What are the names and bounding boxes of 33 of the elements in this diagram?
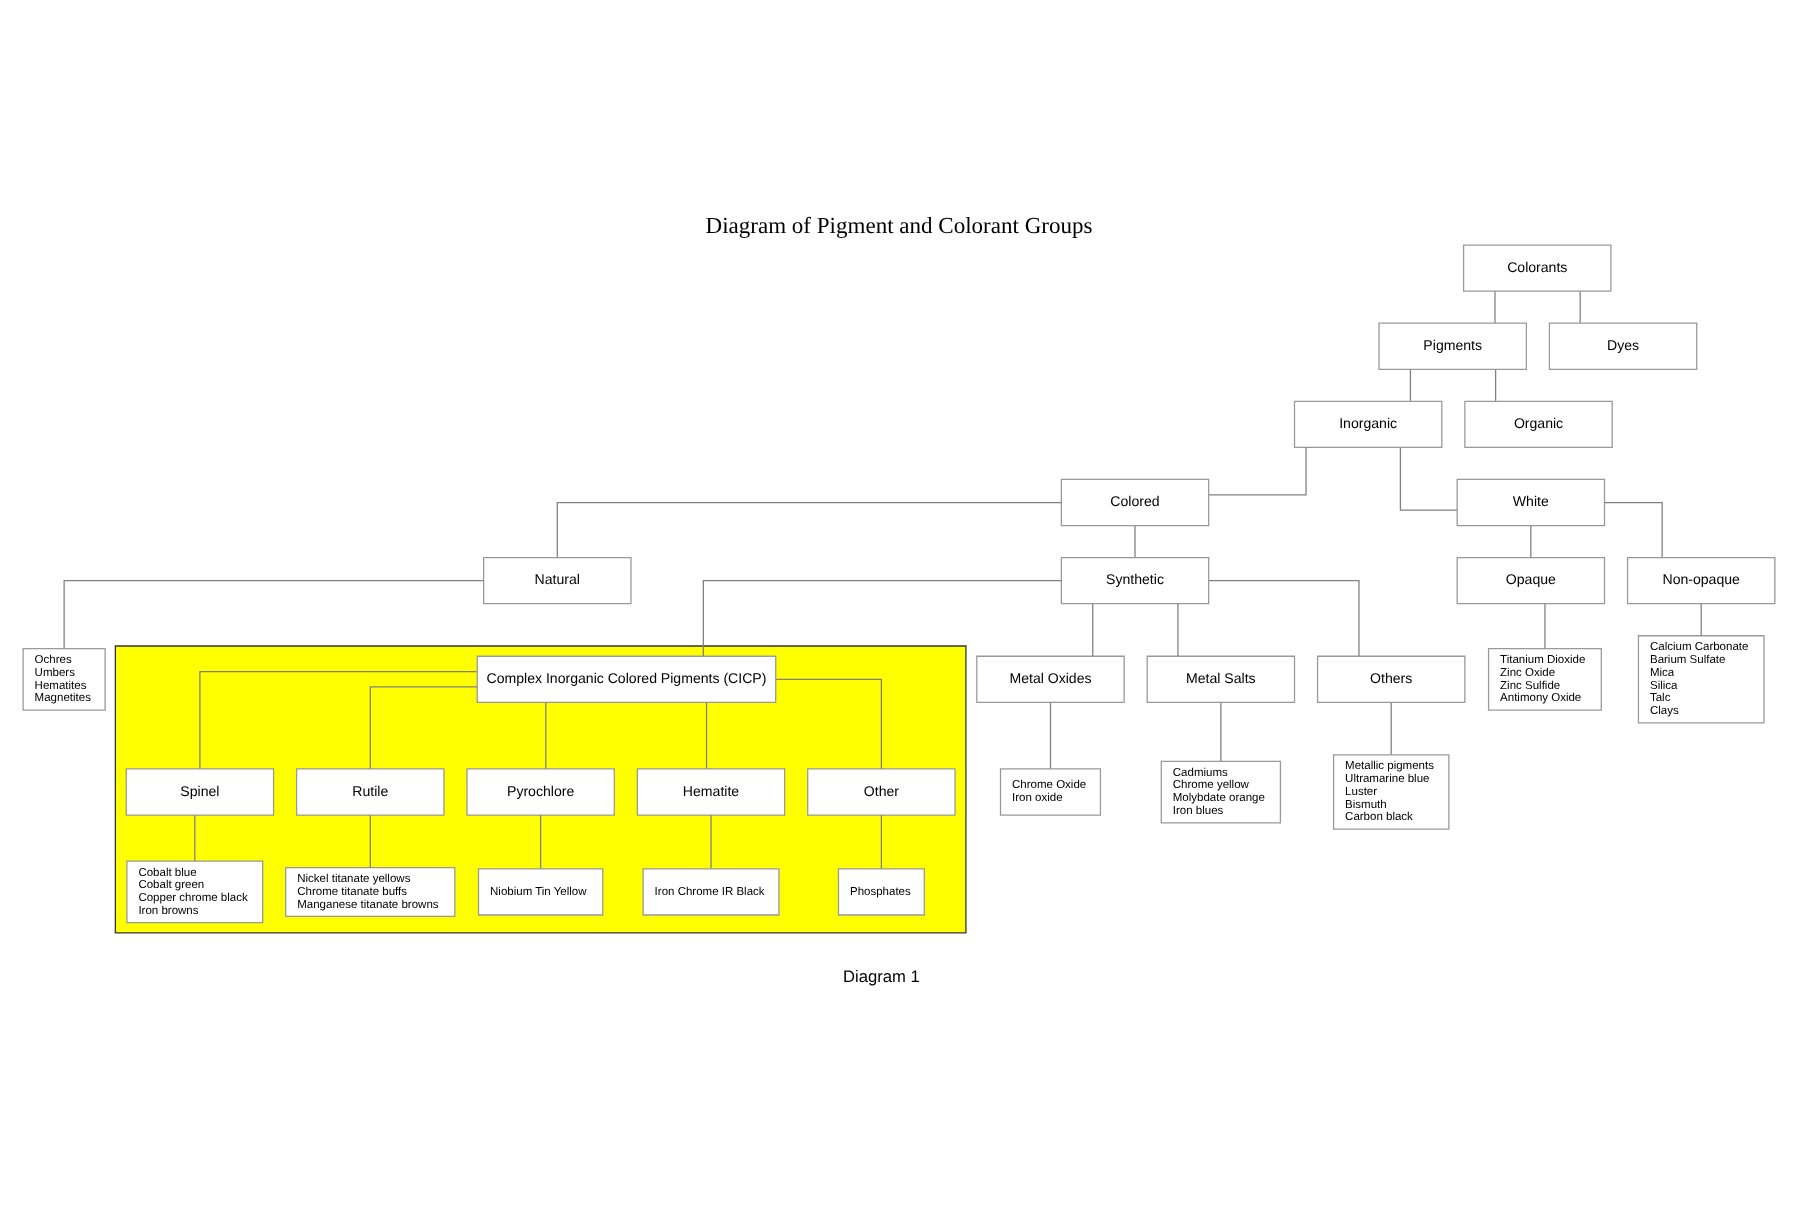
- connector: [1048, 701, 1051, 769]
- connector: [1543, 602, 1545, 648]
- caption: Diagram 1: [842, 965, 919, 986]
- connector: [368, 813, 370, 868]
- diagram-title: Diagram of Pigment and Colorant Groups: [704, 213, 1092, 238]
- connector: [1207, 445, 1306, 495]
- connector: [774, 677, 882, 769]
- connector: [1389, 701, 1391, 755]
- connector: [193, 813, 195, 861]
- connector: [1176, 602, 1178, 656]
- connector: [198, 669, 477, 769]
- connector: [1133, 524, 1135, 557]
- connector: [555, 500, 1061, 557]
- connector: [709, 813, 711, 869]
- connector: [368, 685, 477, 769]
- connector: [701, 579, 1061, 656]
- connector: [1091, 602, 1093, 656]
- connector: [1602, 500, 1662, 557]
- connector: [544, 701, 546, 769]
- connector: [1219, 701, 1221, 761]
- connector: [704, 701, 707, 769]
- connector: [879, 813, 882, 869]
- connector: [1207, 579, 1359, 656]
- connector: [1578, 289, 1580, 323]
- connector: [1398, 446, 1457, 510]
- connector: [539, 813, 541, 869]
- connector: [1529, 524, 1531, 557]
- connector: [1408, 368, 1411, 401]
- connector: [1699, 602, 1701, 636]
- connector: [1493, 368, 1496, 401]
- cluster: [113, 644, 966, 933]
- connector: [62, 579, 484, 648]
- connector: [1493, 289, 1495, 323]
